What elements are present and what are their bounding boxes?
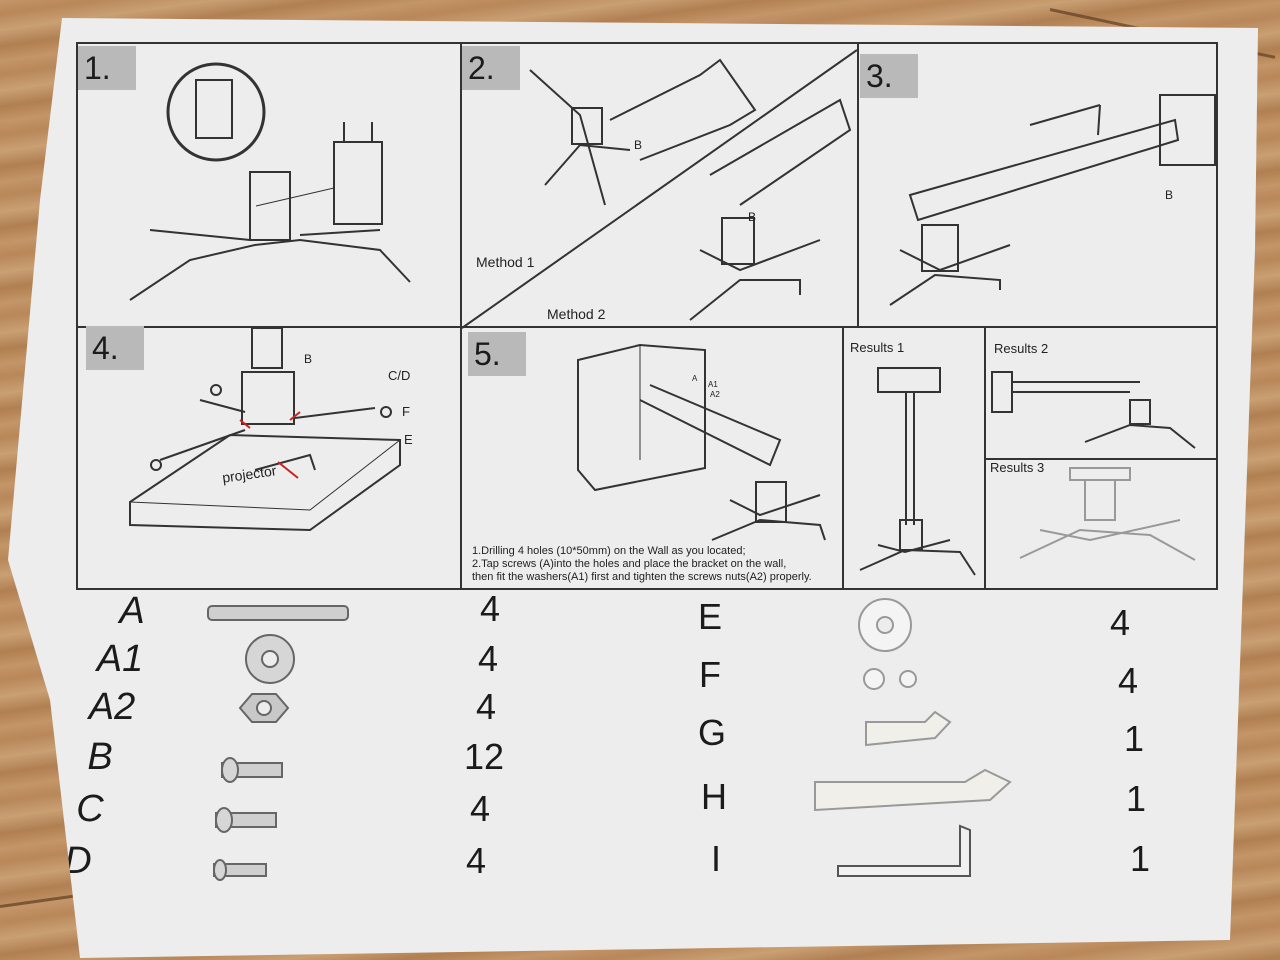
part-quantity: 4	[1117, 660, 1139, 701]
results-2-illustration	[991, 371, 1196, 449]
part-code: G	[697, 712, 726, 753]
step-1-bracket-illustration	[129, 62, 411, 301]
part-quantity: 4	[465, 840, 487, 881]
step-4-part-b-label: B	[304, 352, 313, 366]
method-2-label: Method 2	[547, 306, 606, 322]
part-code: F	[699, 654, 721, 695]
step-4-part-e-label: E	[404, 432, 413, 447]
part-code: H	[701, 776, 727, 817]
step-4-part-cd-label: C/D	[388, 368, 411, 383]
results-2-label: Results 2	[994, 341, 1049, 356]
col-divider-2	[857, 42, 859, 328]
step-3-wall-illustration	[889, 94, 1216, 306]
part-code: B	[87, 736, 113, 778]
part-code: A	[119, 590, 145, 632]
col-divider-3	[842, 328, 844, 588]
step-4-part-f-label: F	[402, 404, 410, 419]
step-1-number: 1.	[78, 46, 136, 90]
step-5-part-a2-label: A2	[710, 390, 720, 399]
instruction-line-1: 1.Drilling 4 holes (10*50mm) on the Wall…	[472, 545, 746, 557]
outer-border-top	[76, 42, 1218, 44]
step-5-number: 5.	[468, 332, 526, 376]
col-divider-4	[984, 328, 986, 588]
part-code: I	[710, 838, 721, 879]
method-1-label: Method 1	[476, 254, 535, 270]
parts-right-illustrations	[814, 598, 1012, 877]
instruction-line-3: then fit the washers(A1) first and tight…	[472, 571, 812, 583]
row-divider	[76, 326, 1218, 328]
step-4-number: 4.	[86, 326, 144, 370]
results-3-label: Results 3	[990, 460, 1045, 475]
step-5-wall-mount-illustration	[577, 343, 826, 541]
outer-border-right	[1216, 42, 1218, 590]
part-code: A1	[96, 638, 144, 680]
part-quantity: 1	[1123, 718, 1145, 759]
step-5-part-a1-label: A1	[708, 380, 718, 389]
parts-divider	[76, 588, 1218, 590]
outer-border-left	[76, 42, 78, 590]
step-2-part-b-label-2: B	[748, 210, 757, 224]
step-2-number: 2.	[462, 46, 520, 90]
part-quantity: 12	[463, 736, 505, 777]
step-5-part-a-label: A	[692, 374, 698, 383]
step-5-instructions: 1.Drilling 4 holes (10*50mm) on the Wall…	[472, 545, 852, 584]
results-3-illustration	[1019, 467, 1196, 561]
results-1-illustration	[859, 367, 976, 576]
step-2-part-b-label: B	[634, 138, 643, 152]
step-3-part-b-label: B	[1165, 188, 1174, 202]
part-code: E	[697, 596, 722, 637]
col-divider-1	[460, 42, 462, 588]
parts-left-illustrations	[207, 605, 349, 881]
part-quantity: 4	[469, 788, 491, 829]
results-divider	[986, 458, 1216, 460]
part-quantity: 4	[1109, 602, 1131, 643]
step-4-projector-illustration	[129, 327, 401, 532]
part-code: C	[76, 788, 104, 830]
step-2-method-illustration	[461, 49, 858, 329]
part-quantity: 4	[479, 588, 501, 629]
step-3-number: 3.	[860, 54, 918, 98]
part-quantity: 1	[1129, 838, 1151, 879]
results-1-label: Results 1	[850, 340, 905, 355]
part-quantity: 1	[1125, 778, 1147, 819]
part-quantity: 4	[475, 686, 497, 727]
instruction-line-2: 2.Tap screws (A)into the holes and place…	[472, 558, 787, 570]
part-quantity: 4	[477, 638, 499, 679]
part-code: A2	[88, 686, 136, 728]
